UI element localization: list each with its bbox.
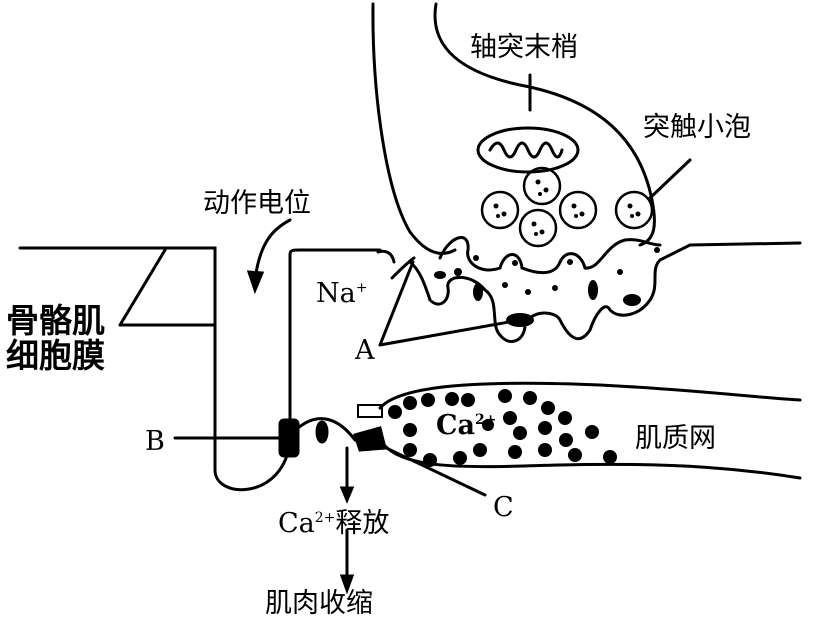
release-arrowhead bbox=[339, 486, 355, 595]
label-synaptic-vesicle: 突触小泡 bbox=[643, 112, 751, 143]
mitochondrion-cristae bbox=[488, 141, 564, 159]
label-muscle-contraction: 肌肉收缩 bbox=[265, 588, 373, 619]
label-axon-terminal: 轴突末梢 bbox=[470, 32, 578, 63]
calcium-ions bbox=[388, 389, 617, 467]
na-arrow-curve bbox=[376, 249, 396, 264]
ca-release-charge: 2+ bbox=[314, 510, 336, 526]
na-ion-text: Na bbox=[316, 278, 356, 309]
vesicle-contents bbox=[493, 179, 641, 236]
receptor-blobs bbox=[434, 247, 660, 327]
ca-inside-text: Ca bbox=[436, 410, 475, 441]
label-ca-release: Ca2+释放 bbox=[278, 510, 389, 537]
ca-inside-charge: 2+ bbox=[474, 412, 497, 428]
label-b: B bbox=[145, 426, 165, 457]
synaptic-vesicles bbox=[480, 166, 654, 248]
label-c: C bbox=[493, 492, 514, 523]
label-sarcoplasmic-reticulum: 肌质网 bbox=[635, 423, 716, 454]
na-channel-line bbox=[390, 256, 416, 280]
ca-release-text: 释放 bbox=[335, 508, 390, 539]
presynaptic-membrane bbox=[438, 236, 662, 275]
mitochondrion bbox=[476, 126, 580, 174]
pointer-c bbox=[378, 443, 487, 497]
na-ion-charge: + bbox=[355, 280, 368, 296]
voltage-sensor bbox=[278, 418, 300, 458]
axon-terminal-outline bbox=[371, 2, 457, 255]
sensor-link bbox=[296, 417, 357, 442]
pointer-a bbox=[378, 260, 522, 347]
action-potential-arrowhead bbox=[246, 270, 265, 295]
axon-terminal-outline-right bbox=[433, 2, 656, 247]
action-potential-arrow bbox=[253, 218, 292, 282]
pointer-vesicle bbox=[648, 158, 692, 200]
muscle-membrane-top-left bbox=[18, 246, 382, 492]
sensor-link-blob bbox=[315, 420, 329, 444]
muscle-membrane-line2: 细胞膜 bbox=[6, 335, 105, 375]
label-ca-inside: Ca2+ bbox=[436, 412, 496, 439]
pointer-membrane bbox=[118, 248, 217, 327]
ca-release-ion: Ca bbox=[278, 508, 315, 539]
ca-channel-cap bbox=[357, 404, 383, 418]
label-na-ion: Na+ bbox=[316, 280, 367, 307]
label-a: A bbox=[355, 335, 375, 366]
muscle-membrane-line1: 骨骼肌 bbox=[6, 301, 105, 340]
label-muscle-membrane: 骨骼肌 细胞膜 bbox=[6, 301, 105, 375]
label-action-potential: 动作电位 bbox=[203, 188, 311, 219]
